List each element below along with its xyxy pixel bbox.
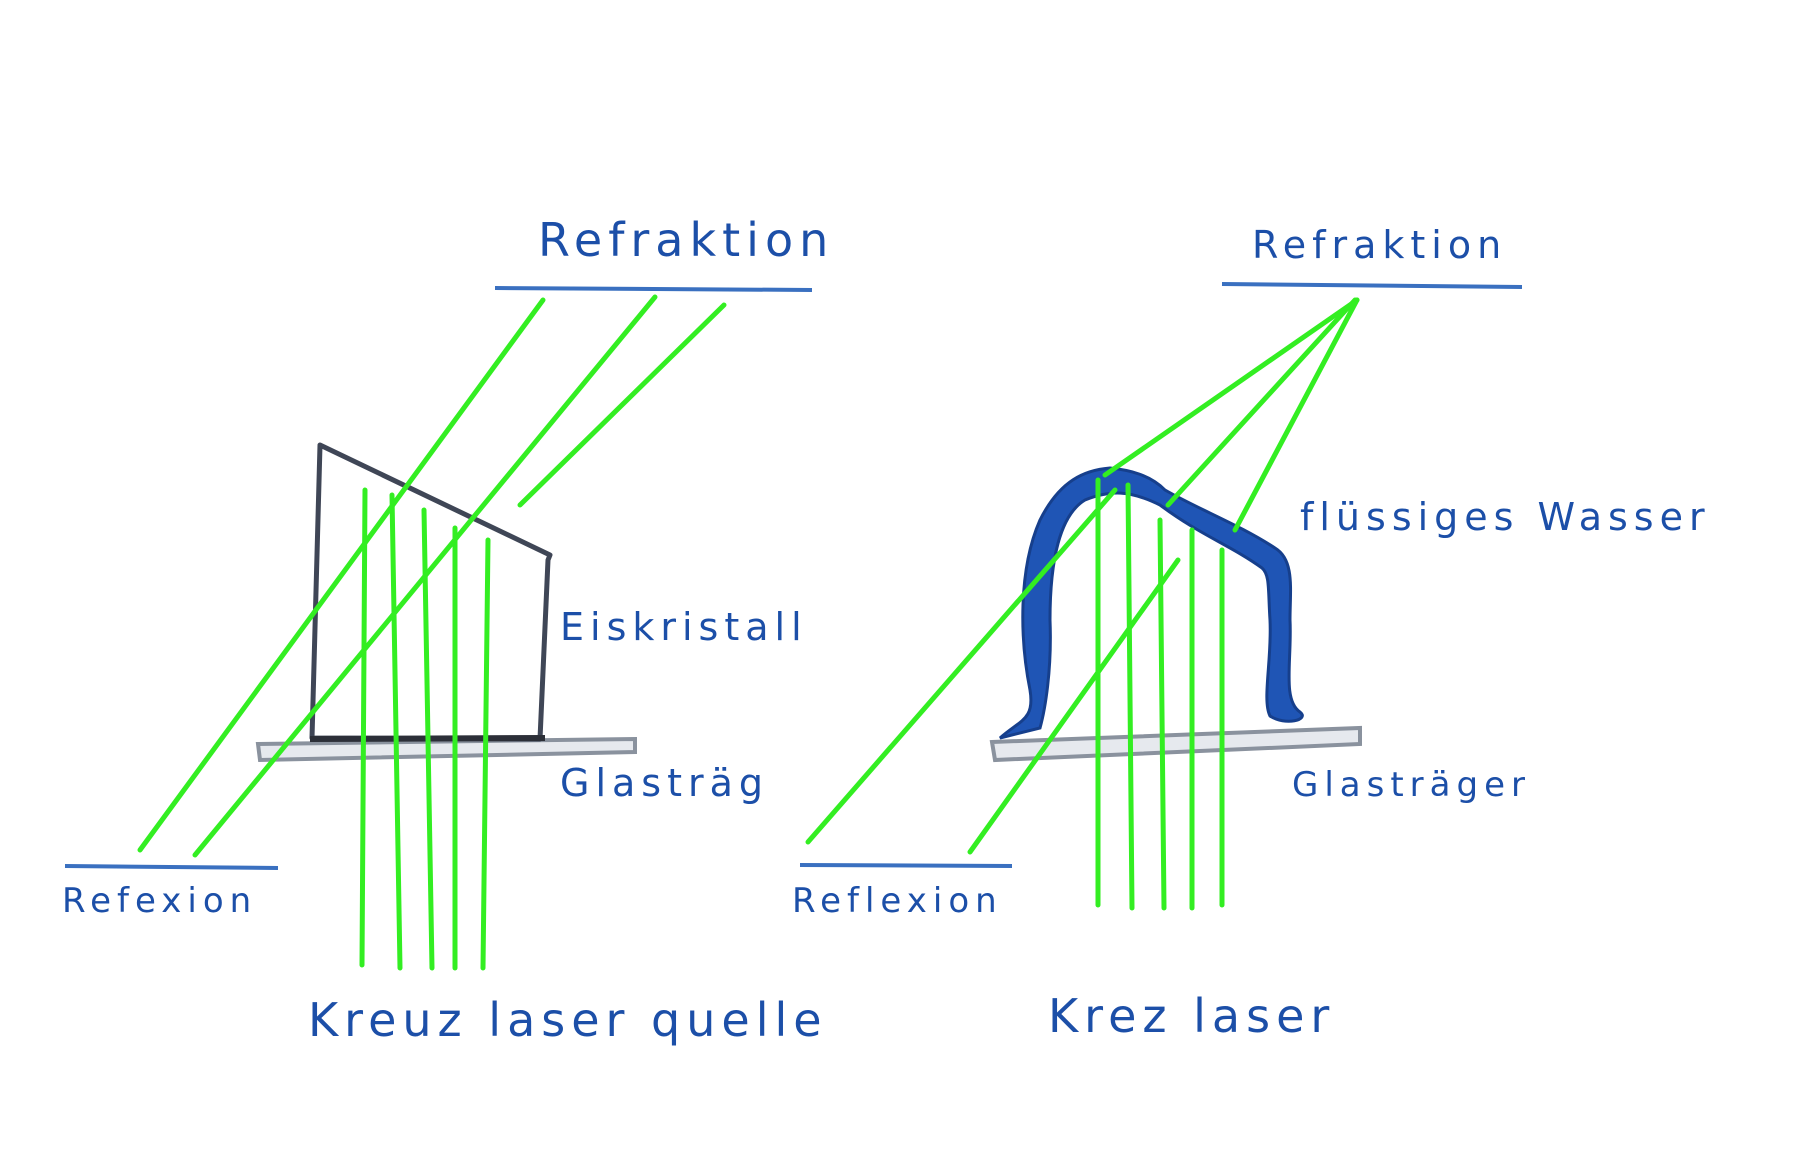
ice-crystal-label: Eiskristall (560, 605, 808, 649)
left-vertical-beam (359, 487, 368, 968)
left-reflection-beam (137, 297, 546, 853)
left-reflection-beam (192, 294, 658, 858)
left-source-label: Kreuz laser quelle (308, 993, 828, 1047)
left-refraction-beam (517, 302, 727, 508)
right-panel-liquid-water: Refraktion flüssiges Wasser Glasträger R… (792, 223, 1711, 1043)
right-vertical-beam (1125, 482, 1135, 911)
right-refraction-label: Refraktion (1252, 223, 1507, 267)
left-top-underline (494, 286, 813, 292)
left-diagonal-beams (137, 294, 727, 858)
right-refraction-beam (1165, 297, 1358, 508)
left-slide-label: Glasträg (560, 761, 769, 805)
ice-crystal-shape (309, 442, 553, 742)
left-panel-ice-crystal: Refraktion Eiskristall Glasträg Refexion… (62, 213, 834, 1047)
right-glass-slide (989, 725, 1362, 763)
right-reflection-label: Reflexion (792, 881, 1003, 921)
right-top-underline (1221, 282, 1523, 289)
left-vertical-beam (389, 492, 403, 971)
right-reflection-beam (805, 487, 1118, 845)
left-glass-slide (255, 736, 637, 763)
left-vertical-beam (421, 507, 435, 971)
left-reflection-label: Refexion (62, 881, 257, 921)
right-refraction-beam (1232, 297, 1360, 533)
left-vertical-beam (480, 537, 491, 971)
left-source-beams (359, 487, 491, 971)
right-source-label: Krez laser (1048, 989, 1335, 1043)
right-source-beams (1095, 477, 1225, 911)
left-bottom-underline (64, 864, 279, 870)
left-refraction-label: Refraktion (538, 213, 834, 267)
right-refraction-beam (1102, 297, 1360, 478)
right-bottom-underline (799, 863, 1013, 868)
right-diagonal-beams (805, 297, 1360, 855)
right-slide-label: Glasträger (1292, 765, 1531, 805)
right-reflection-beam (967, 557, 1181, 855)
liquid-water-label: flüssiges Wasser (1300, 495, 1711, 539)
water-droplet (998, 466, 1304, 740)
